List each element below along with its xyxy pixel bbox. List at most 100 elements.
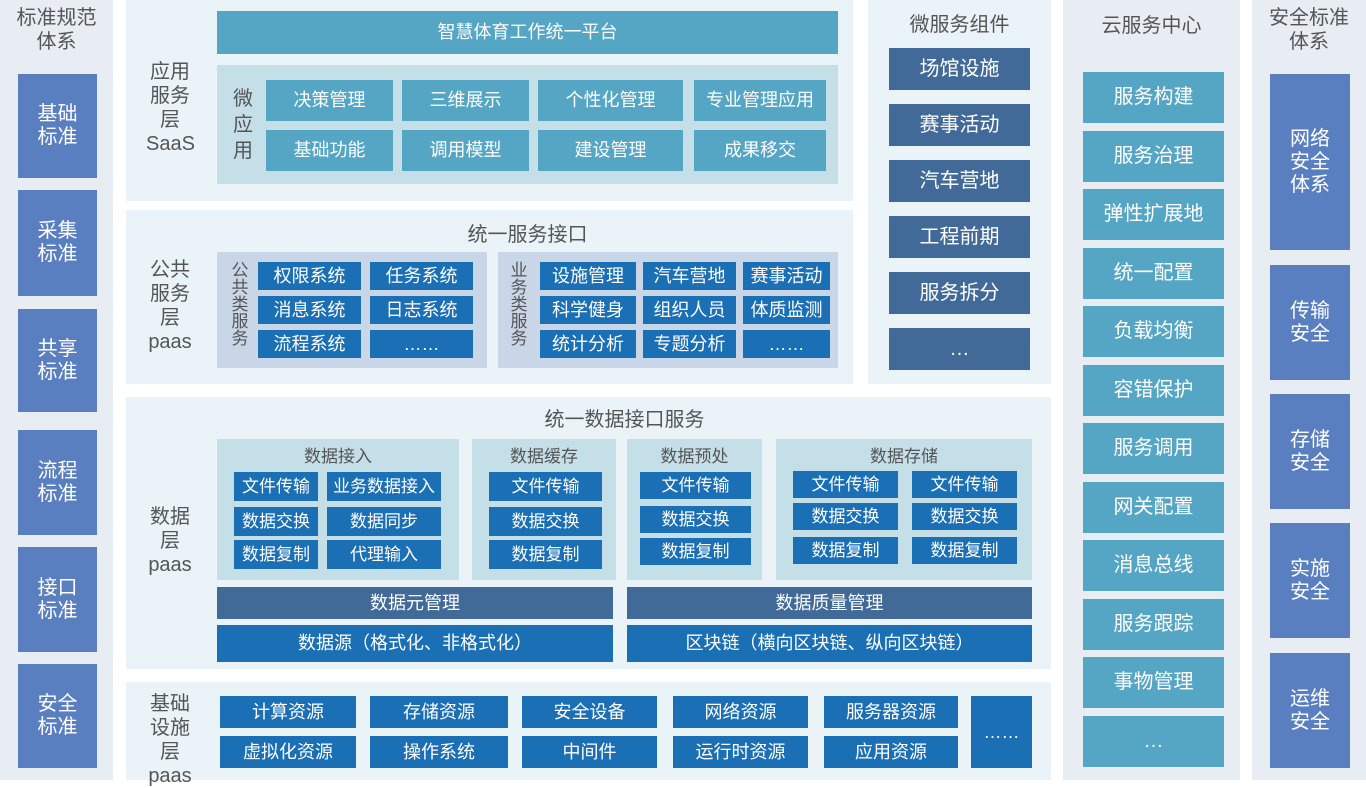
data-group-item: 文件传输 <box>912 471 1017 498</box>
infra-item: 存储资源 <box>370 696 508 728</box>
meta-management-bar: 数据元管理 <box>217 587 613 619</box>
cloud-item: … <box>1083 715 1224 767</box>
business-services-label: 业务类服务 <box>510 261 528 348</box>
common-services-label: 公共类服务 <box>231 261 249 348</box>
business-service-item: 科学健身 <box>540 296 636 324</box>
cloud-item: 统一配置 <box>1083 247 1224 299</box>
data-group-item: 数据复制 <box>640 538 751 565</box>
cloud-item: 服务跟踪 <box>1083 598 1224 650</box>
infra-item: 计算资源 <box>220 696 356 728</box>
microservice-item: 服务拆分 <box>889 272 1030 314</box>
cloud-item: 消息总线 <box>1083 540 1224 591</box>
business-service-item: 组织人员 <box>643 296 736 324</box>
data-group-item: 代理输入 <box>327 540 441 569</box>
business-service-item: 汽车营地 <box>643 262 736 290</box>
micro-app-item: 个性化管理 <box>538 80 683 121</box>
cloud-item: 弹性扩展地 <box>1083 189 1224 240</box>
common-service-item: …… <box>370 330 473 358</box>
data-group-item: 数据交换 <box>234 507 318 536</box>
microservice-item: 汽车营地 <box>889 160 1030 202</box>
micro-app-item: 成果移交 <box>694 130 826 171</box>
microservice-item: 场馆设施 <box>889 48 1030 90</box>
micro-app-item: 专业管理应用 <box>694 80 826 121</box>
data-group-title: 数据存储 <box>870 447 938 466</box>
data-group-item: 数据复制 <box>234 540 318 569</box>
data-group-item: 数据交换 <box>912 503 1017 530</box>
standards-title: 标准规范体系 <box>16 7 97 53</box>
business-service-item: 统计分析 <box>540 330 636 358</box>
data-group-item: 文件传输 <box>640 472 751 499</box>
saas-layer-label: 应用服务层SaaS <box>146 61 195 155</box>
cloud-item: 服务构建 <box>1083 72 1224 123</box>
micro-app-item: 调用模型 <box>402 130 529 171</box>
infra-item: 网络资源 <box>673 696 808 728</box>
business-service-item: 设施管理 <box>540 262 636 290</box>
infra-item: 运行时资源 <box>673 736 808 768</box>
data-group-title: 数据缓存 <box>510 447 578 466</box>
common-service-item: 流程系统 <box>258 330 361 358</box>
data-layer-label: 数据层paas <box>148 506 192 576</box>
quality-management-bar: 数据质量管理 <box>627 587 1032 619</box>
infra-item: 应用资源 <box>824 736 958 768</box>
standard-item: 采集标准 <box>18 190 97 296</box>
microservice-item: … <box>889 328 1030 370</box>
business-service-item: 体质监测 <box>743 296 830 324</box>
data-source-bar: 数据源（格式化、非格式化） <box>217 625 613 662</box>
data-group-item: 数据复制 <box>489 540 602 569</box>
infra-layer-label: 基础设施层paas <box>148 693 192 787</box>
standard-item: 接口标准 <box>18 547 97 652</box>
cloud-item: 容错保护 <box>1083 364 1224 416</box>
data-group-item: 数据同步 <box>327 507 441 536</box>
micro-app-item: 基础功能 <box>266 130 393 171</box>
security-item: 实施安全 <box>1270 523 1350 638</box>
cloud-item: 负载均衡 <box>1083 306 1224 357</box>
cloud-item: 服务治理 <box>1083 130 1224 182</box>
data-group-item: 数据复制 <box>793 537 898 564</box>
platform-title: 智慧体育工作统一平台 <box>217 11 838 54</box>
business-service-item: …… <box>743 330 830 358</box>
micro-app-label: 微应用 <box>233 88 253 162</box>
micro-app-item: 决策管理 <box>266 80 393 121</box>
data-group-item: 文件传输 <box>234 472 318 501</box>
data-group-item: 数据交换 <box>489 507 602 536</box>
infra-item: 服务器资源 <box>824 696 958 728</box>
cloud-title: 云服务中心 <box>1101 15 1202 37</box>
data-group-title: 数据预处 <box>660 447 729 466</box>
microservice-item: 工程前期 <box>889 216 1030 258</box>
cloud-item: 服务调用 <box>1083 423 1224 474</box>
microservice-item: 赛事活动 <box>889 104 1030 146</box>
public-title: 统一服务接口 <box>467 224 588 246</box>
blockchain-bar: 区块链（横向区块链、纵向区块链） <box>627 625 1032 662</box>
common-service-item: 消息系统 <box>258 296 361 324</box>
standard-item: 流程标准 <box>18 430 97 535</box>
business-service-item: 专题分析 <box>643 330 736 358</box>
security-item: 传输安全 <box>1270 265 1350 380</box>
standard-item: 安全标准 <box>18 664 97 768</box>
data-title: 统一数据接口服务 <box>544 409 705 431</box>
infra-more: …… <box>971 696 1032 768</box>
data-group-item: 业务数据接入 <box>327 472 441 501</box>
data-group-item: 数据交换 <box>793 503 898 530</box>
infra-item: 操作系统 <box>370 736 508 768</box>
cloud-item: 事物管理 <box>1083 657 1224 708</box>
common-service-item: 任务系统 <box>370 262 473 290</box>
cloud-item: 网关配置 <box>1083 481 1224 533</box>
infra-item: 安全设备 <box>522 696 657 728</box>
microservice-title: 微服务组件 <box>909 14 1010 36</box>
data-group-item: 文件传输 <box>489 472 602 501</box>
data-group-item: 数据交换 <box>640 506 751 533</box>
security-item: 网络安全体系 <box>1270 74 1350 250</box>
security-item: 运维安全 <box>1270 653 1350 768</box>
infra-item: 虚拟化资源 <box>220 736 356 768</box>
security-title: 安全标准体系 <box>1269 7 1349 53</box>
standard-item: 共享标准 <box>18 309 97 412</box>
common-service-item: 权限系统 <box>258 262 361 290</box>
common-service-item: 日志系统 <box>370 296 473 324</box>
standard-item: 基础标准 <box>18 74 97 178</box>
business-service-item: 赛事活动 <box>743 262 830 290</box>
infra-item: 中间件 <box>522 736 657 768</box>
data-group-title: 数据接入 <box>304 447 372 466</box>
public-layer-label: 公共服务层paas <box>148 259 192 353</box>
data-group-item: 数据复制 <box>912 537 1017 564</box>
data-group-item: 文件传输 <box>793 471 898 498</box>
